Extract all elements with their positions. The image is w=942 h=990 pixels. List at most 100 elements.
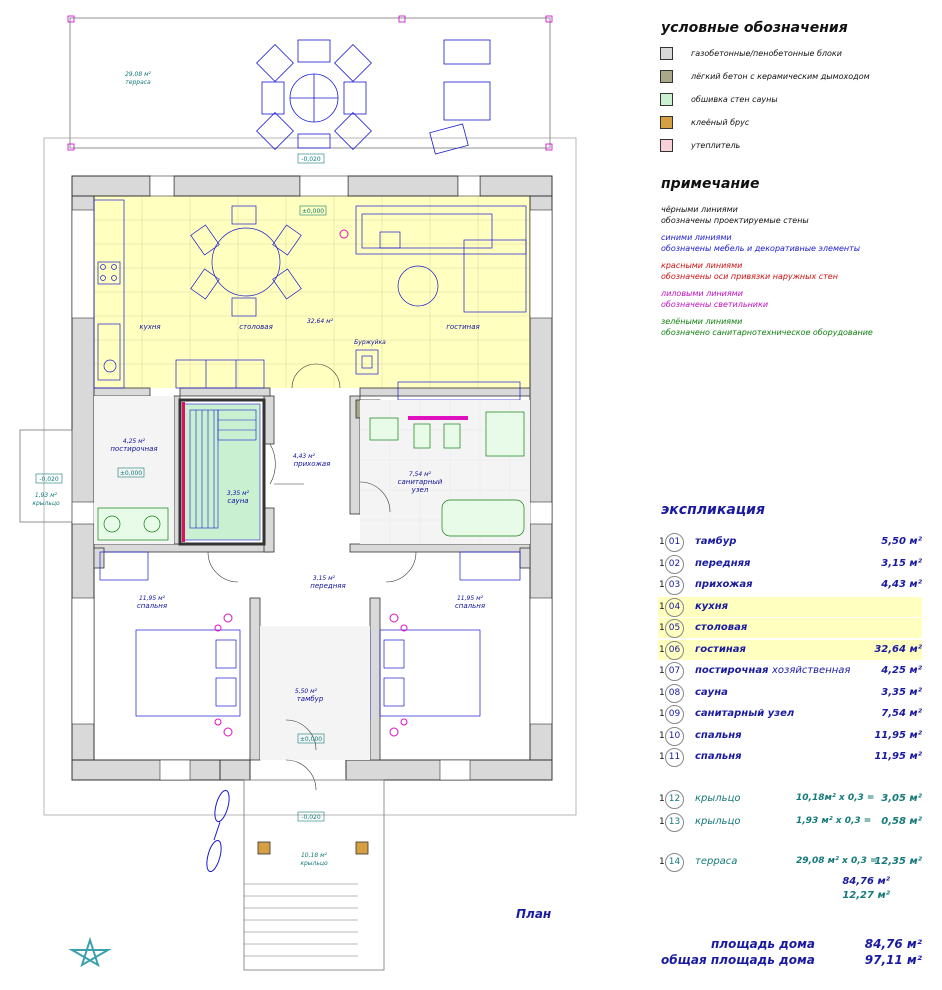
row-name: постирочная хозяйственная [695,665,851,676]
bath-name-2: узел [411,486,429,494]
row-scale: 1 [659,817,665,827]
note-line-1: синими линиями [661,233,732,242]
bicycle [206,789,230,873]
row-scale: 1 [659,709,665,719]
row-area: 3,05 м² [881,793,922,804]
laundry-name: постирочная [110,445,157,453]
floor-plan: 29,08 м² терраса -0,020 [19,15,577,971]
row-calc: 29,08 м² х 0,3 = [796,856,878,866]
side-porch-area: 1,93 м² [35,492,58,499]
row-area: 5,50 м² [881,536,922,547]
note-line-2: обозначено санитарнотехническое оборудов… [661,328,873,337]
legend-swatch [660,69,673,83]
row-number: 12 [665,790,684,809]
note-line-1: лиловыми линиями [661,289,743,298]
note-line-2: обозначены светильники [661,300,769,309]
dining-label: столовая [239,323,273,331]
front-porch: -0,020 10,18 м² крыльцо [243,779,385,971]
row-scale: 1 [659,623,665,633]
row-name: спальня [695,751,742,762]
legend-label: лёгкий бетон с керамическим дымоходом [691,71,870,81]
front-area: 3,15 м² [313,575,336,582]
row-scale: 1 [659,644,665,655]
row-name: прихожая [695,579,753,590]
sauna-area: 3,35 м² [227,490,250,497]
sauna: 3,35 м² сауна [178,398,266,546]
plan-title: План [516,907,551,921]
row-scale: 1 [659,794,665,804]
note-line-2: обозначены проектируемые стены [661,216,809,225]
legend-swatch [660,138,673,152]
row-scale: 1 [659,558,665,569]
row-area: 12,35 м² [874,856,922,867]
laundry-level: ±0,000 [120,470,142,477]
note-item: зелёными линиями обозначено санитарнотехн… [661,316,873,338]
front-name: передняя [310,582,345,590]
row-area: 0,58 м² [881,816,922,827]
bed-right-area: 11,95 м² [457,595,484,602]
row-name: передняя [695,557,751,569]
house-area-value: 84,76 м² [864,937,922,951]
terrace-furniture [256,39,491,155]
legend-swatch [660,46,673,60]
sauna-name: сауна [227,497,248,505]
legend-panel: условные обозначения газобетонные/пенобе… [600,0,942,990]
note-item: лиловыми линиями обозначены светильники [661,288,768,310]
row-number: 04 [665,597,684,617]
note-line-2: обозначены мебель и декоративные элемент… [661,244,861,253]
row-number: 02 [665,554,684,574]
row-number: 07 [665,662,684,681]
row-name: тамбур [695,536,737,547]
row-area: 32,64 м² [874,643,922,655]
row-area: 4,25 м² [881,665,922,676]
logo-icon [68,936,112,968]
legend-swatch [660,115,673,129]
side-porch-level: -0,020 [39,476,59,483]
side-porch: -0,020 1,93 м² крыльцо [19,429,73,523]
row-calc: 10,18м² х 0,3 = [796,793,875,803]
legend-label: газобетонные/пенобетонные блоки [691,48,842,58]
vest-level: ±0,000 [300,736,322,743]
note-item: синими линиями обозначены мебель и декора… [661,232,860,254]
legend-label: обшивка стен сауны [691,94,778,104]
porch-area: 10,18 м² [301,852,328,859]
row-name: спальня [695,729,742,741]
side-porch-name: крыльцо [32,500,60,507]
bed-right-name: спальня [455,602,485,610]
row-number: 13 [665,813,684,832]
legend-item: лёгкий бетон с керамическим дымоходом [660,69,870,83]
bathroom: 7,54 м² санитарный узел [360,400,530,544]
bed-left-area: 11,95 м² [139,595,166,602]
laundry: 4,25 м² постирочная ±0,000 [94,396,174,544]
total-area-value: 97,11 м² [864,953,922,967]
laundry-area: 4,25 м² [123,438,146,445]
row-scale: 1 [659,537,665,547]
hall-name: прихожая [294,460,331,468]
row-scale: 1 [659,666,665,676]
legend-title: условные обозначения [661,20,848,36]
row-number: 11 [665,748,684,767]
row-area: 4,43 м² [881,579,922,590]
row-name: крыльцо [695,816,741,827]
note-line-1: зелёными линиями [661,317,743,326]
legend-swatch [660,92,673,106]
vest-name: тамбур [297,695,324,703]
vest-area: 5,50 м² [295,688,318,695]
row-calc: 1,93 м² х 0,3 = [796,816,872,826]
house-area-label: площадь дома [711,937,815,951]
legend-item: газобетонные/пенобетонные блоки [660,46,842,60]
hall-area: 4,43 м² [293,453,316,460]
row-area: 7,54 м² [881,708,922,719]
porch-name: крыльцо [300,860,328,867]
row-scale: 1 [659,580,665,590]
living-area: 32,64 м² [307,318,334,325]
row-name: кухня [695,600,729,612]
